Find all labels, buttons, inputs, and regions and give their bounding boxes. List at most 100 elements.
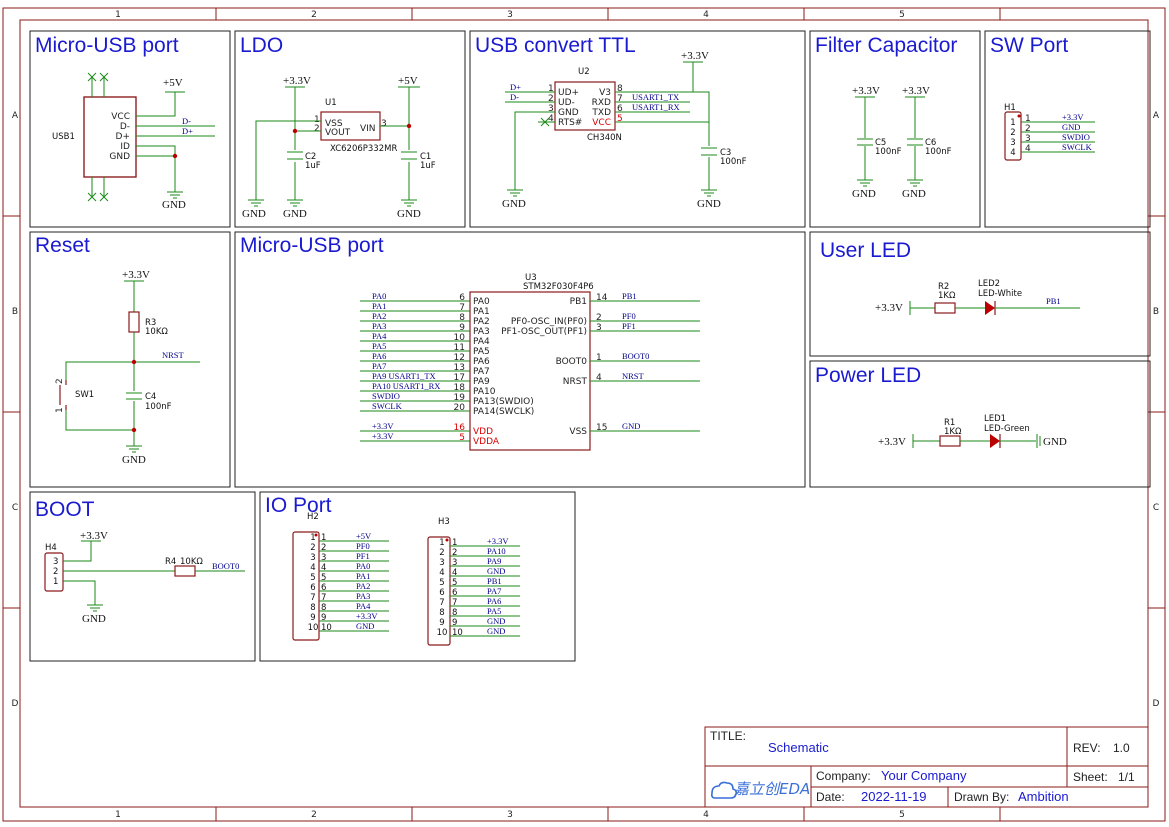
h2-num: 6 <box>321 583 326 593</box>
row-label-left: D <box>12 699 19 709</box>
h3-net: GND <box>487 566 505 576</box>
h2-inner-num: 5 <box>310 573 315 583</box>
inner-frame <box>19 19 1149 808</box>
u3-ppin: VDD <box>473 427 493 437</box>
tb-date-label: Date: <box>816 790 845 804</box>
u3-lpin: PA3 <box>473 327 490 337</box>
powerled-v33: +3.3V <box>878 436 906 448</box>
u3-lnet: PA7 <box>372 361 386 371</box>
led1-val: LED-Green <box>984 424 1030 434</box>
title-usbttl: USB convert TTL <box>475 34 636 57</box>
h3-inner-num: 5 <box>439 578 444 588</box>
user-led: +3.3V R2 1KΩ LED2 LED-White PB1 <box>875 279 1080 315</box>
usb1-ref: USB1 <box>52 132 75 142</box>
u3-rnum: 1 <box>596 353 602 363</box>
u3-lpin: PA0 <box>473 297 490 307</box>
u3-lnet: PA0 <box>372 291 386 301</box>
tb-company: Your Company <box>881 768 967 783</box>
u3-part: STM32F030F4P6 <box>523 282 594 292</box>
h4-ref: H4 <box>45 543 57 553</box>
u3-lnum: 6 <box>459 293 465 303</box>
u3-lnum: 7 <box>459 303 465 313</box>
h2-num: 8 <box>321 603 326 613</box>
usb1-net-dp: D+ <box>182 126 193 136</box>
h3-num: 2 <box>452 548 457 558</box>
u3-lpin: PA4 <box>473 337 490 347</box>
h1-ref: H1 <box>1004 103 1016 113</box>
h3-inner-num: 2 <box>439 548 444 558</box>
tb-rev-label: REV: <box>1073 741 1101 755</box>
boot-v33: +3.3V <box>80 530 108 542</box>
box-usbttl <box>469 30 806 228</box>
u1-part: XC6206P332MR <box>330 144 397 154</box>
u2-lnum: 4 <box>548 114 554 124</box>
h2-num: 4 <box>321 563 326 573</box>
h2-num: 5 <box>321 573 326 583</box>
tb-rev: 1.0 <box>1113 741 1130 755</box>
u3-lpin: PA7 <box>473 367 490 377</box>
sw1-ref: SW1 <box>75 390 94 400</box>
usb1-pin-dp: D+ <box>116 132 130 142</box>
tb-drawn-label: Drawn By: <box>954 790 1009 804</box>
h3-inner-num: 10 <box>437 628 448 638</box>
row-label-left: A <box>12 111 19 121</box>
u2-rpin: TXD <box>591 108 611 118</box>
u3-lnum: 18 <box>454 383 466 393</box>
h2-net: PA2 <box>356 581 370 591</box>
h2-inner-num: 10 <box>308 623 319 633</box>
h2-net: GND <box>356 621 374 631</box>
c5-v33: +3.3V <box>852 85 880 97</box>
col-label-top: 3 <box>507 10 513 20</box>
h2-num: 1 <box>321 533 326 543</box>
boot-gnd: GND <box>82 613 106 625</box>
c3-val: 100nF <box>720 157 747 167</box>
jlc-logo-icon: 嘉立创EDA <box>711 780 810 799</box>
h3-num: 9 <box>452 618 457 628</box>
u2-net-dm: D- <box>510 92 519 102</box>
r2-val: 1KΩ <box>938 291 956 301</box>
h3-net: PA10 <box>487 546 506 556</box>
u3-lnet: PA1 <box>372 301 386 311</box>
h3-net: GND <box>487 616 505 626</box>
u3-lnum: 12 <box>454 353 465 363</box>
h2-net: +3.3V <box>356 611 378 621</box>
row-label-right: B <box>1153 307 1159 317</box>
h2-num: 3 <box>321 553 326 563</box>
r4-val: 10KΩ <box>180 557 203 567</box>
col-label-top: 4 <box>703 10 709 20</box>
title-powerled: Power LED <box>815 364 921 387</box>
ldo-gnd2: GND <box>283 208 307 220</box>
u3-rnet: NRST <box>622 371 645 381</box>
h2-net: PA0 <box>356 561 370 571</box>
box-usb <box>29 30 231 228</box>
outer-frame <box>2 7 1166 822</box>
u3-lnet: PA2 <box>372 311 386 321</box>
col-label-bottom: 1 <box>115 810 121 820</box>
c6-val: 100nF <box>925 147 952 157</box>
ldo-v33: +3.3V <box>283 75 311 87</box>
tb-title: Schematic <box>768 740 829 755</box>
led2-ref: LED2 <box>978 279 1000 289</box>
tb-company-label: Company: <box>816 769 871 783</box>
u3-pnet: +3.3V <box>372 431 394 441</box>
u1-pin-vss: VSS <box>325 119 343 129</box>
u3-rnum: 4 <box>596 373 602 383</box>
u3-rnet: PB1 <box>622 291 637 301</box>
u2-net-dp: D+ <box>510 82 521 92</box>
usb1-pin-dm: D- <box>120 122 130 132</box>
c3-ref: C3 <box>720 148 731 158</box>
u3-rnum: 2 <box>596 313 602 323</box>
c2-ref: C2 <box>305 152 316 162</box>
title-filter: Filter Capacitor <box>815 34 957 57</box>
u3-lnet: PA6 <box>372 351 386 361</box>
u3-rpin: PF0-OSC_IN(PF0) <box>511 317 587 327</box>
col-label-bottom: 3 <box>507 810 513 820</box>
u2-v33: +3.3V <box>681 50 709 62</box>
u3-rpin: PF1-OSC_OUT(PF1) <box>501 327 587 337</box>
h2-num: 9 <box>321 613 326 623</box>
u2-rnum: 5 <box>617 114 623 124</box>
row-label-right: D <box>1153 699 1160 709</box>
u1-pin-vin: VIN <box>360 124 376 134</box>
c6-gnd: GND <box>902 188 926 200</box>
